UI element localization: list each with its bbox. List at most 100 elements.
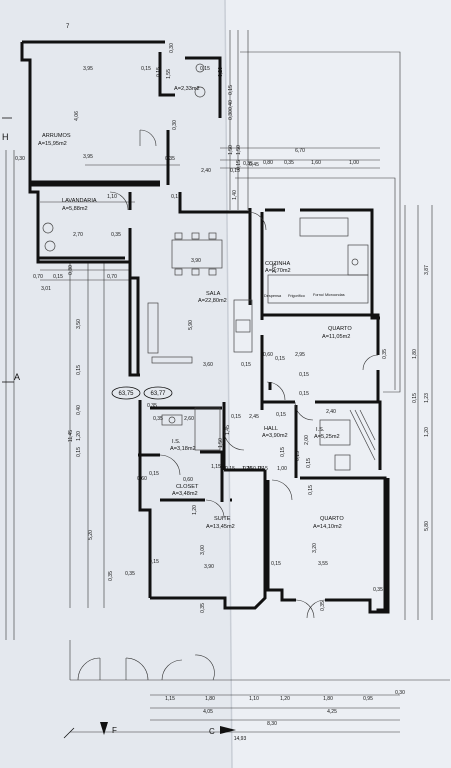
dimension-label-middle: 2,45 (249, 414, 259, 420)
room-name-arrumos: ARRUMOS (42, 133, 71, 139)
dimension-label-top-right: 6,70 (295, 148, 305, 154)
dimension-label-middle: 0,15 (225, 466, 235, 472)
dimension-label-right-chain: 3,87 (424, 265, 430, 275)
mark-a: A (14, 372, 20, 382)
dimension-label-bottom-row1: 0,95 (363, 696, 373, 702)
dimension-label-top-right: 0,35 (243, 161, 253, 167)
level-mark-2: 63,77 (150, 391, 166, 397)
level-mark-oval-1 (111, 386, 141, 400)
room-area-wc-top: A=2,33m2 (174, 86, 200, 92)
mark-top-left: 7 (66, 24, 70, 30)
dimension-label-arrumos: 0,40 (228, 100, 234, 110)
walls (20, 40, 390, 614)
dimension-label-lavandaria: 1,10 (107, 194, 117, 200)
dimension-label-right-chain: 1,20 (424, 427, 430, 437)
level-mark-1: 63,75 (118, 391, 134, 397)
dimension-label-bedrooms: 0,15 (149, 559, 159, 565)
dimension-label-bedrooms: 3,55 (318, 561, 328, 567)
dimension-label-arrumos: 0,15 (156, 67, 162, 77)
room-area-hall: A=3,90m2 (262, 433, 288, 439)
dimension-label-lavandaria: 0,15 (171, 194, 181, 200)
dimension-label-arrumos: 0,15 (228, 85, 234, 95)
dimension-label-middle: 1,15 (211, 464, 221, 470)
dimension-label-middle: 0,35 (147, 403, 157, 409)
furniture (42, 63, 376, 471)
room-name-cozinha: COZINHA (265, 261, 290, 267)
paper-fold-line (224, 0, 233, 768)
room-area-arrumos: A=15,95m2 (38, 141, 67, 147)
dimension-label-arrumos: 0,30 (169, 43, 175, 53)
dimension-label-bedrooms: 0,35 (373, 587, 383, 593)
dimension-label-top-right: 1,00 (349, 160, 359, 166)
room-name-suite: SUITE (214, 516, 231, 522)
dimension-label-sala: 5,90 (188, 320, 194, 330)
dimension-label-arrumos: 1,50 (228, 145, 234, 155)
room-name-is-right: I.S. (316, 427, 325, 433)
dimension-label-left-chain: 0,15 (76, 447, 82, 457)
dimension-label-bedrooms: 3,90 (204, 564, 214, 570)
dimension-label-arrumos: 1,55 (166, 69, 172, 79)
dimension-label-top-right: 0,45 (249, 162, 259, 168)
kitchen-appliance-labels: Despensa Frigorífico Forno/ Microondas (264, 293, 345, 298)
room-name-lavandaria: LAVANDARIA (62, 198, 97, 204)
dimension-label-left-chain: 0,15 (76, 365, 82, 375)
dimension-label-bedrooms: 0,15 (271, 561, 281, 567)
dimension-label-bedrooms: 0,35 (125, 571, 135, 577)
room-labels: ARRUMOS A=15,95m2 LAVANDARIA A=5,88m2 A=… (38, 86, 352, 530)
dimension-label-middle: 0,60 (183, 477, 193, 483)
dimension-label-middle: 2,60 (184, 416, 194, 422)
dimension-label-left-chain: 0,15 (53, 274, 63, 280)
dimension-label-bottom-row1: 1,20 (280, 696, 290, 702)
dimension-label-sala: 3,90 (191, 258, 201, 264)
dimension-label-middle: 0,15 (276, 412, 286, 418)
room-name-closet: CLOSET (176, 484, 199, 490)
dimension-label-top-right: 0,15 (236, 160, 242, 170)
dimension-lines (5, 30, 433, 733)
dimension-label-arrumos: 0,30 (15, 156, 25, 162)
dimension-label-bottom-row3: 8,30 (267, 721, 277, 727)
dimension-label-top-right: 0,80 (263, 160, 273, 166)
dimension-label-left-chain: 0,70 (107, 274, 117, 280)
dimension-label-middle: 0,15 (280, 447, 286, 457)
appliance-despensa: Despensa (264, 294, 282, 298)
dimension-label-left-chain: 0,35 (108, 571, 114, 581)
dimension-label-arrumos: 3,95 (83, 154, 93, 160)
room-area-is-left: A=3,18m2 (170, 446, 196, 452)
dimension-label-bottom-row1: 0,30 (395, 690, 405, 696)
dimension-label-middle: 1,26 (242, 466, 252, 472)
dimension-label-right-chain: 1,80 (412, 349, 418, 359)
dimension-label-lavandaria: 0,35 (111, 232, 121, 238)
dimension-label-left-chain: 3,01 (41, 286, 51, 292)
room-name-is-left: I.S. (172, 439, 181, 445)
level-marks: 63,75 63,77 (111, 386, 173, 400)
dimension-label-arrumos: 0,15 (200, 66, 210, 72)
dimension-label-arrumos: 0,30 (172, 120, 178, 130)
dimension-label-quarto1: 0,35 (382, 349, 388, 359)
dimension-label-arrumos: 3,95 (83, 66, 93, 72)
dimension-label-bedrooms: 3,00 (200, 545, 206, 555)
dimension-label-left-chain: 0,40 (76, 405, 82, 415)
dimension-label-bottom-row1: 1,10 (249, 696, 259, 702)
dimension-label-middle: 2,40 (326, 409, 336, 415)
dimension-label-quarto1: 0,15 (299, 372, 309, 378)
dimension-label-bedrooms: 3,20 (312, 543, 318, 553)
dimension-label-left-chain: 3,50 (76, 319, 82, 329)
dimension-label-middle: 0,15 (243, 466, 253, 472)
dimension-label-left-chain: 5,20 (88, 530, 94, 540)
room-area-is-right: A=5,25m2 (314, 434, 340, 440)
dimension-label-top-right: 1,60 (311, 160, 321, 166)
dimension-label-middle: 0,15 (253, 466, 263, 472)
dimension-label-arrumos: 0,15 (141, 66, 151, 72)
dimension-label-middle: 0,15 (306, 458, 312, 468)
dimension-label-middle: 0,15 (231, 414, 241, 420)
dimension-label-quarto1: 2,95 (295, 352, 305, 358)
mark-f: F (112, 726, 117, 735)
dimension-label-arrumos: 0,35 (165, 156, 175, 162)
dimension-label-middle: 1,50 (218, 438, 224, 448)
dimension-label-middle: 0,15 (308, 485, 314, 495)
dimension-label-middle: 0,35 (153, 416, 163, 422)
room-area-suite: A=13,45m2 (206, 524, 235, 530)
dimension-label-arrumos: 0,26 (218, 67, 224, 77)
dimension-label-sala: 3,60 (203, 362, 213, 368)
